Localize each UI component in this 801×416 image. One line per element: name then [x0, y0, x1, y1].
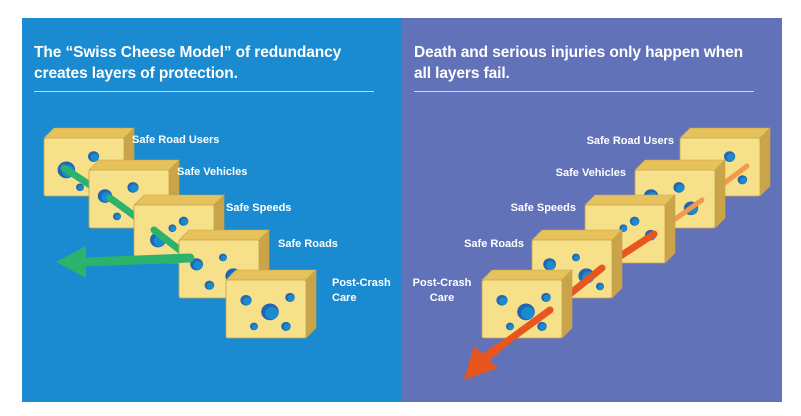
right-panel-divider	[414, 91, 754, 92]
left-panel-divider	[34, 91, 374, 92]
right-panel: Death and serious injuries only happen w…	[402, 18, 782, 402]
left-label-2: Safe Vehicles	[177, 166, 247, 178]
cheese-layer-5	[481, 269, 573, 339]
right-label-4: Safe Roads	[464, 238, 524, 250]
left-panel-title: The “Swiss Cheese Model” of redundancy c…	[34, 44, 342, 82]
left-label-3: Safe Speeds	[226, 202, 291, 214]
left-label-4: Safe Roads	[278, 238, 338, 250]
right-panel-title: Death and serious injuries only happen w…	[414, 44, 744, 82]
orange-arrow-through-icon	[464, 343, 503, 380]
right-label-2: Safe Vehicles	[556, 167, 626, 179]
green-arrow-left-icon	[56, 246, 195, 278]
left-label-1: Safe Road Users	[132, 134, 219, 146]
right-label-1: Safe Road Users	[587, 135, 674, 147]
cheese-layer-5	[225, 269, 317, 339]
right-label-3: Safe Speeds	[511, 202, 576, 214]
left-panel: The “Swiss Cheese Model” of redundancy c…	[22, 18, 402, 402]
